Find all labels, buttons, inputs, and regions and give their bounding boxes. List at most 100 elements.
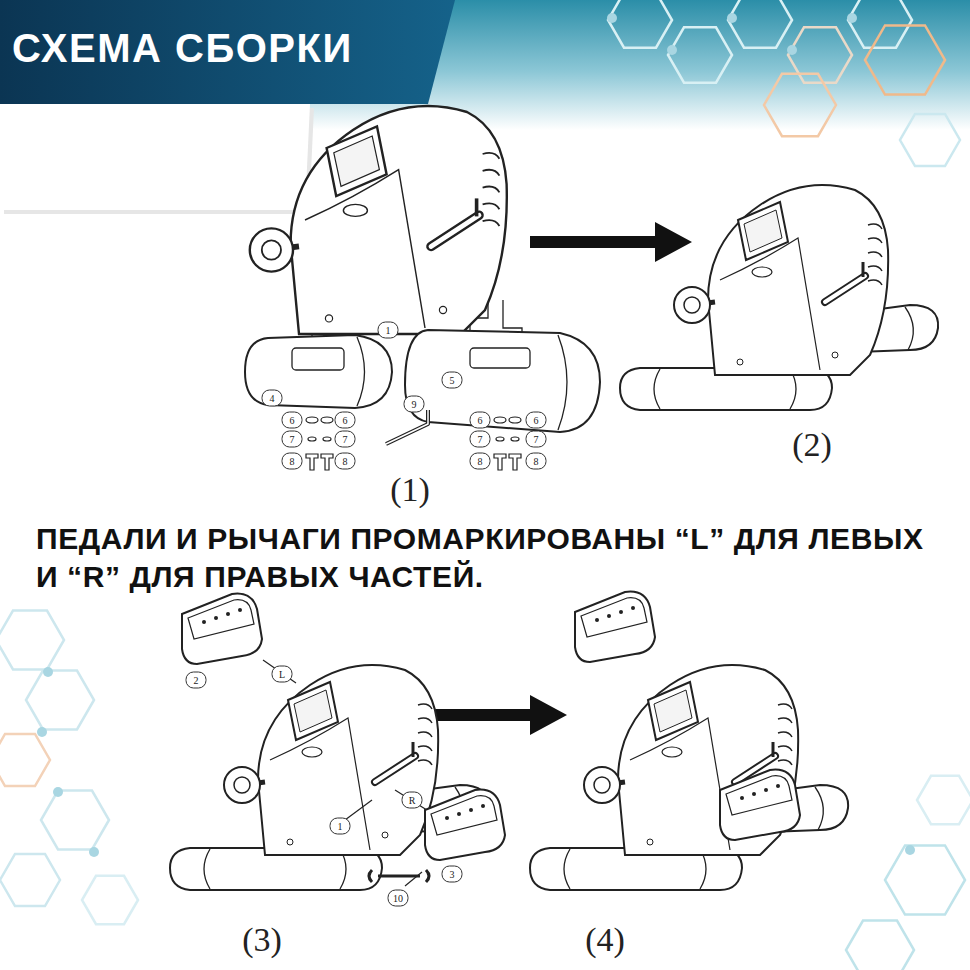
hexagon-decoration [608, 0, 672, 48]
grip-rib [868, 252, 882, 257]
body-seam [270, 718, 370, 850]
rear-foot [405, 330, 600, 432]
strap-hole [752, 792, 756, 796]
molecule-dot [847, 13, 857, 23]
molecule-dot [43, 667, 53, 677]
pedal-strap [431, 796, 497, 835]
strap-hole [740, 796, 744, 800]
strap-hole [607, 614, 611, 618]
callout-number: 1 [330, 818, 351, 835]
hexagon-decoration [917, 776, 970, 824]
display [648, 682, 698, 740]
foot-cap [357, 337, 365, 406]
display-screen [334, 136, 380, 186]
screw [325, 315, 332, 322]
callout-number: 4 [262, 390, 283, 407]
wrench [369, 870, 429, 882]
callout-number: R [402, 792, 423, 809]
hexagon-decoration [848, 0, 912, 48]
strap-hole [226, 612, 230, 616]
white-panel [0, 104, 310, 210]
pedal-strap [581, 598, 647, 637]
screw [737, 359, 743, 365]
grip-rib [418, 704, 432, 709]
hexagon-decoration [0, 734, 50, 786]
body-seam [630, 718, 730, 850]
bike-body-unassembled [250, 106, 507, 334]
grip-rib [483, 170, 500, 176]
foot-cap [558, 335, 567, 430]
bolt [494, 454, 506, 470]
left-pedal [575, 592, 655, 662]
strap-hole [776, 784, 780, 788]
hexagon-decoration [0, 854, 60, 906]
strap-hole [214, 616, 218, 620]
hexagon-decoration [764, 74, 836, 136]
display-button [302, 747, 322, 757]
spring-washer [511, 437, 519, 441]
grip-rib [778, 760, 792, 765]
strap-hole [619, 610, 623, 614]
grip-rib [483, 187, 500, 193]
knob-center [234, 777, 250, 793]
hexagon-decoration [26, 671, 94, 730]
hexagon-decoration [728, 0, 792, 48]
display-screen [744, 210, 782, 252]
grip-rib [778, 718, 792, 723]
pedal-spindle [862, 262, 865, 277]
grip-rib [483, 153, 500, 159]
grip-rib [778, 704, 792, 709]
display-screen [294, 690, 332, 732]
callout-number: 10 [388, 890, 409, 907]
display-button [662, 747, 682, 757]
strap-hole [469, 808, 473, 812]
callout-number: 5 [442, 372, 463, 389]
bike-with-pedals [530, 665, 848, 890]
hexagon-decoration [82, 876, 138, 924]
screw [382, 832, 388, 838]
screw [832, 352, 838, 358]
bike-body [708, 185, 888, 375]
bolt [321, 454, 333, 470]
tension-knob [674, 287, 710, 323]
right-pedal [425, 790, 505, 860]
crank-arm-fill [375, 756, 415, 782]
step-number: (3) [242, 921, 282, 959]
crank-arm [431, 215, 479, 246]
hexagon-decoration [0, 611, 64, 670]
pedal-spindle [475, 198, 479, 216]
callout-number: 2 [186, 672, 207, 689]
grip-rib [418, 718, 432, 723]
body-seam [720, 238, 820, 370]
grip-rib [868, 238, 882, 243]
strap-hole [595, 618, 599, 622]
hexagon-decoration [846, 921, 914, 970]
grip-rib [868, 224, 882, 229]
step-number: (2) [792, 426, 832, 464]
callout-number: 6 [282, 412, 303, 429]
knob-center [594, 777, 610, 793]
molecule-dot [905, 845, 915, 855]
knob-center [262, 240, 281, 259]
strap-hole [238, 608, 242, 612]
hexagon-decoration [41, 791, 109, 850]
pedal [720, 770, 800, 840]
foot-cap [905, 307, 913, 350]
strap-hole [457, 812, 461, 816]
leader-line [395, 790, 430, 812]
hexagon-decoration [865, 25, 945, 94]
hex-key-fill [386, 410, 428, 444]
mount-plate [470, 348, 530, 368]
callout-number: 3 [442, 866, 463, 883]
grip-rib [418, 732, 432, 737]
callout-number: 7 [526, 431, 547, 448]
leader-line [405, 872, 422, 886]
step-number: (4) [585, 921, 625, 959]
pedal-strap [188, 600, 254, 639]
molecule-dot [667, 45, 677, 55]
strap-hole [202, 620, 206, 624]
callout-number: 6 [526, 412, 547, 429]
bike-body [291, 106, 507, 334]
molecule-dot [607, 13, 617, 23]
